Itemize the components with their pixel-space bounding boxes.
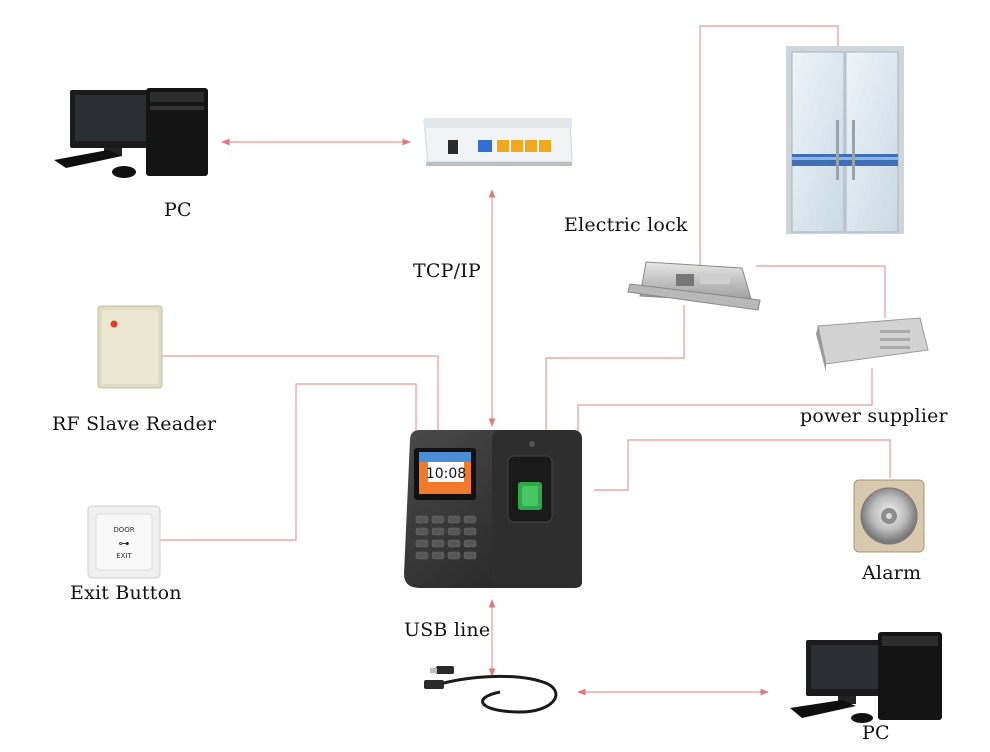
key-icon: ⊶ (119, 537, 130, 550)
label-rf-reader: RF Slave Reader (52, 413, 217, 435)
label-tcpip: TCP/IP (413, 260, 481, 282)
rf-reader-icon (97, 305, 163, 389)
device-screen-time: 10:08 (426, 466, 466, 482)
exit-button-icon: DOOR ⊶ EXIT (87, 505, 161, 579)
power-device-wire (577, 368, 873, 434)
label-pc-top: PC (164, 199, 192, 221)
power-supplier-icon (816, 317, 929, 372)
pc-top-icon (54, 88, 208, 178)
connectors (160, 25, 891, 696)
label-power-supplier: power supplier (800, 405, 948, 427)
attendance-device: 10:08 (404, 430, 582, 588)
router-icon (423, 118, 573, 166)
label-usb-line: USB line (404, 619, 491, 641)
pc-bottom-icon (790, 632, 942, 723)
alarm-icon (853, 479, 925, 553)
label-electric-lock: Electric lock (564, 214, 688, 236)
lock-power-wire (756, 265, 886, 318)
device-keypad (415, 515, 477, 560)
electric-lock-icon (627, 261, 761, 311)
lock-device-wire (545, 305, 685, 430)
label-alarm: Alarm (862, 562, 922, 584)
exit-button-exit-text: EXIT (116, 552, 132, 560)
usb-cable-icon (424, 666, 558, 714)
rf-device-wire (162, 355, 439, 440)
door-wire (699, 25, 839, 268)
door-icon (786, 46, 904, 234)
exit-button-door-text: DOOR (113, 526, 134, 534)
exit-device-wire (160, 383, 417, 541)
label-exit-button: Exit Button (70, 582, 182, 604)
alarm-device-wire (594, 439, 891, 491)
label-pc-bottom: PC (862, 722, 890, 744)
